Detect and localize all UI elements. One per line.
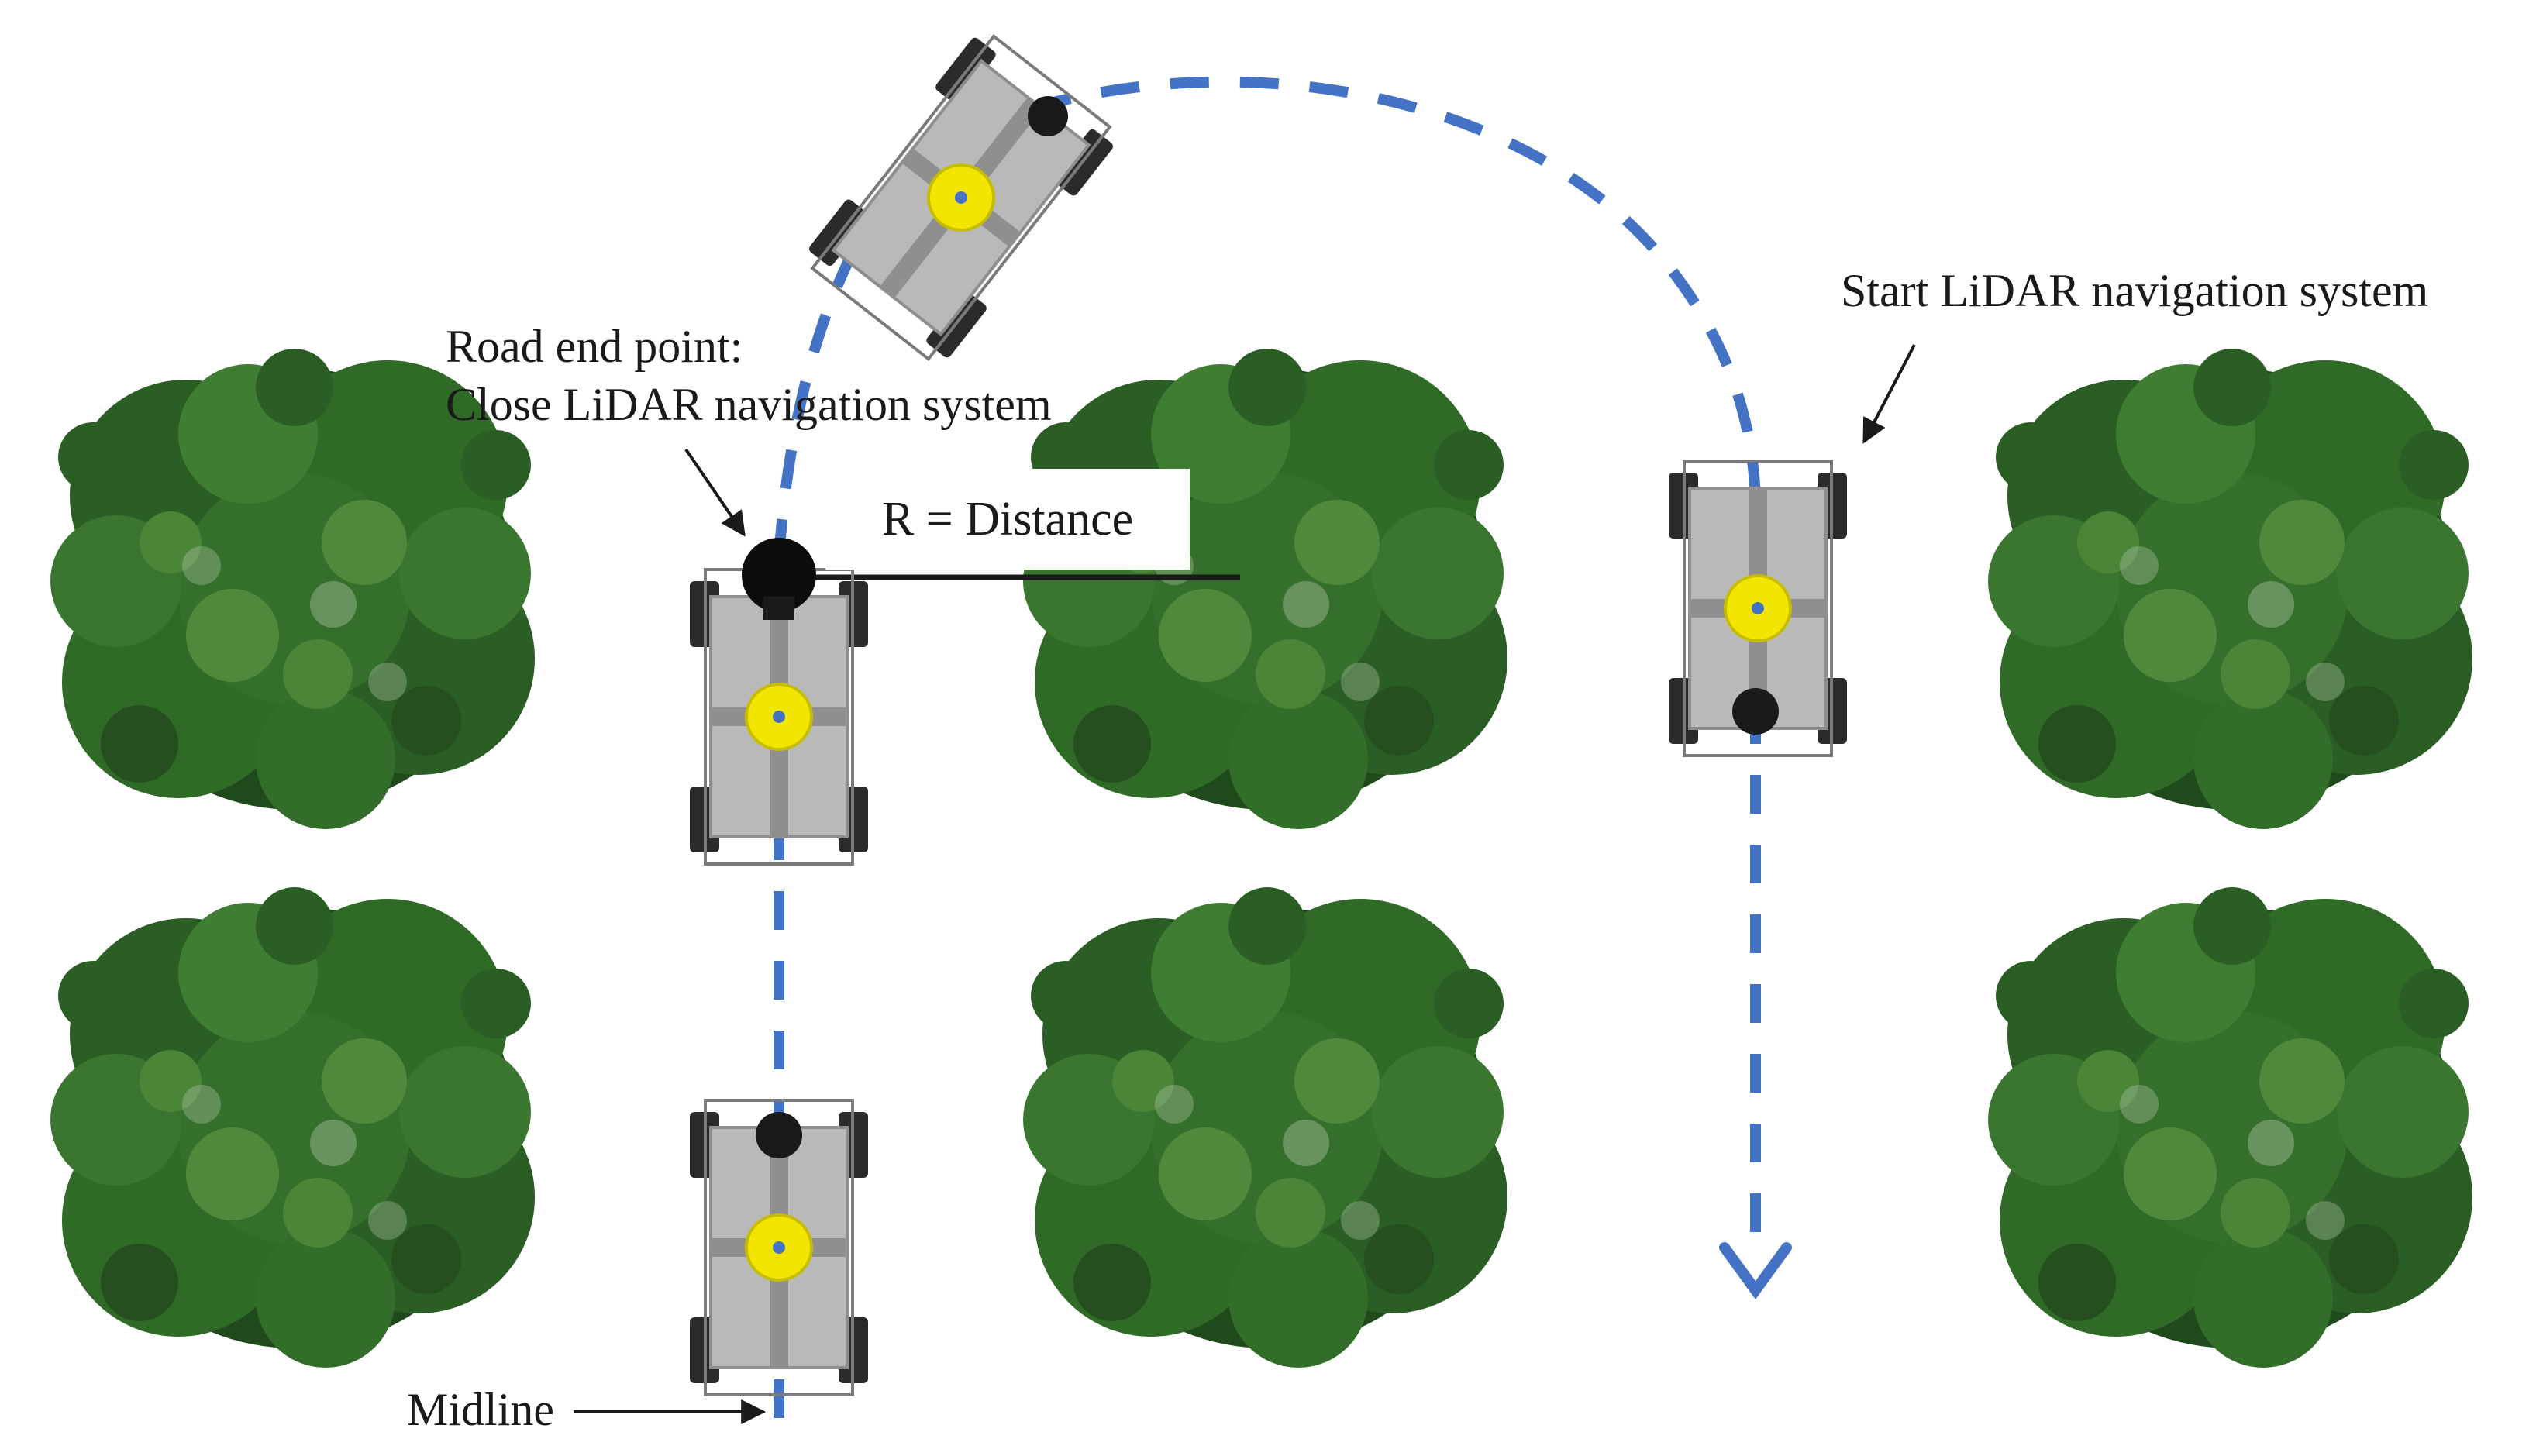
lidar-sensor-icon-turning [1028, 96, 1068, 136]
lidar-sensor-icon-road-end [742, 538, 816, 620]
lidar-sensor-icon-start [1732, 688, 1779, 735]
tree-canopy-icon-6 [1988, 887, 2472, 1368]
navigation-path [774, 76, 1761, 1418]
arrow-icon [1719, 1242, 1792, 1299]
tree-canopy-icon-2 [1023, 349, 1507, 829]
tree-canopy-icon-4 [50, 887, 535, 1368]
midline-label: Midline [407, 1384, 554, 1435]
r-distance-label: R = Distance [825, 469, 1190, 570]
start-lidar-label: Start LiDAR navigation system [1841, 265, 2429, 316]
turn-arc-path [774, 76, 1761, 559]
lidar-sensor-icon-bottom [756, 1112, 802, 1158]
road-end-arrow [684, 448, 746, 537]
tree-canopy-icon-5 [1023, 887, 1507, 1368]
road-end-label: Road end point: Close LiDAR navigation s… [446, 318, 1052, 434]
road-end-label-line2: Close LiDAR navigation system [446, 379, 1052, 430]
start-lidar-arrow [1862, 344, 1916, 444]
road-end-label-line1: Road end point: [446, 321, 743, 372]
tree-canopy-icon-3 [1988, 349, 2472, 829]
r-distance-text: R = Distance [881, 492, 1134, 546]
